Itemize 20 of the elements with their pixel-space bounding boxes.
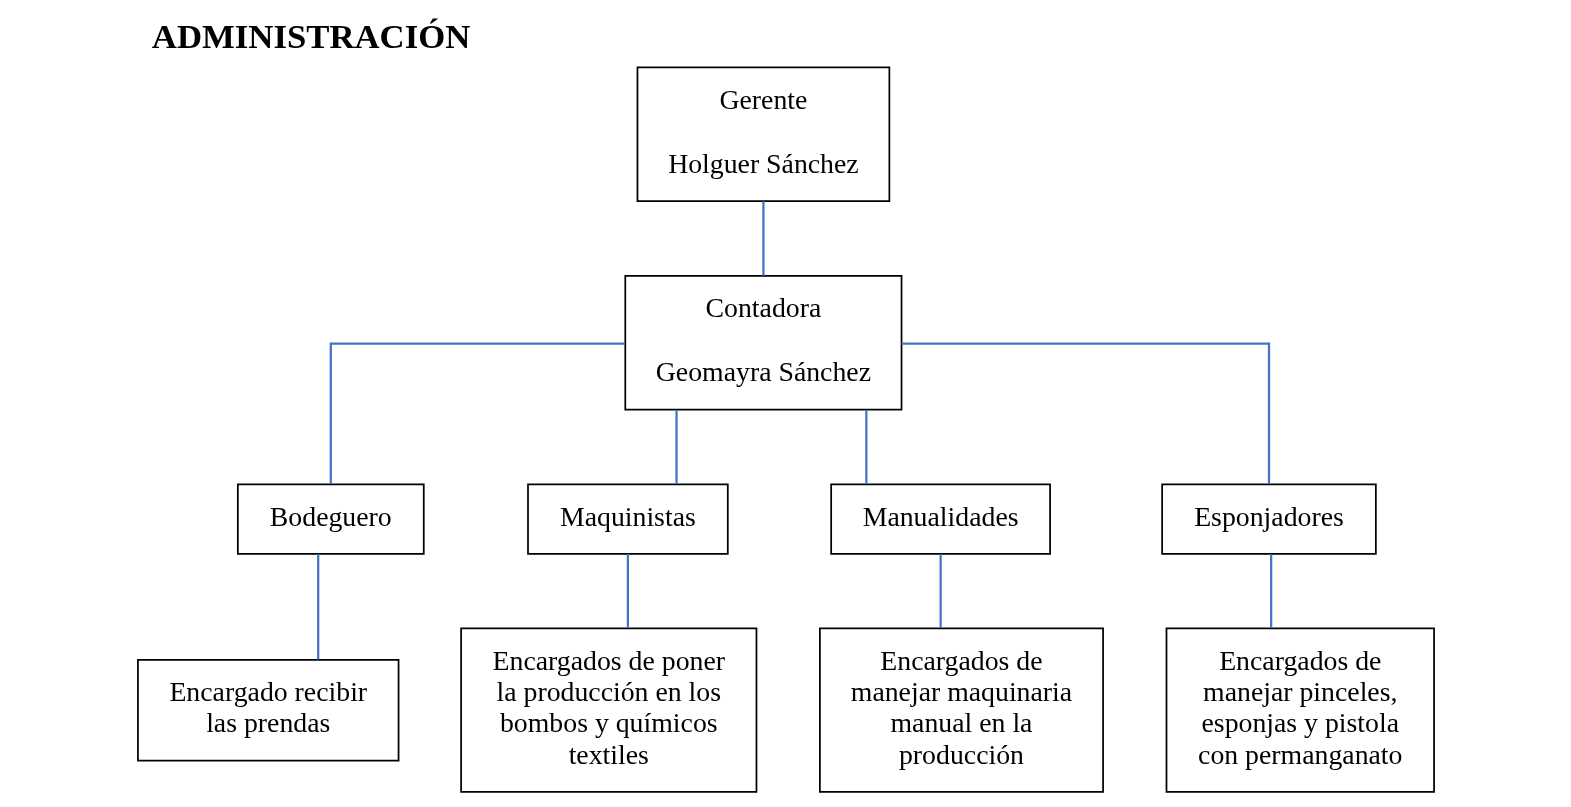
node-box: Esponjadores [1160,483,1377,555]
connector [329,342,625,484]
node-box: Encargados de poner la producción en los bombos y químicos textiles [459,627,757,793]
connector [674,409,678,485]
connector [901,342,1270,484]
connector [761,201,765,276]
node-box: Bodeguero [236,483,425,555]
node-box: Encargados de manejar maquinaria manual en la producción [818,627,1104,793]
connector [626,554,629,628]
node-box: Manualidades [829,483,1051,555]
connector [1269,554,1272,628]
connector [864,409,867,485]
connector [939,554,942,628]
node-box: Contadora Geomayra Sánchez [623,274,902,411]
connector [316,554,319,660]
node-box: Maquinistas [526,483,729,555]
node-box: Encargado recibir las prendas [136,658,399,762]
diagram-title: ADMINISTRACIÓN [151,17,470,57]
node-box: Encargados de manejar pinceles, esponjas y pistola con permanganato [1165,627,1435,793]
node-box: Gerente Holguer Sánchez [636,66,890,202]
